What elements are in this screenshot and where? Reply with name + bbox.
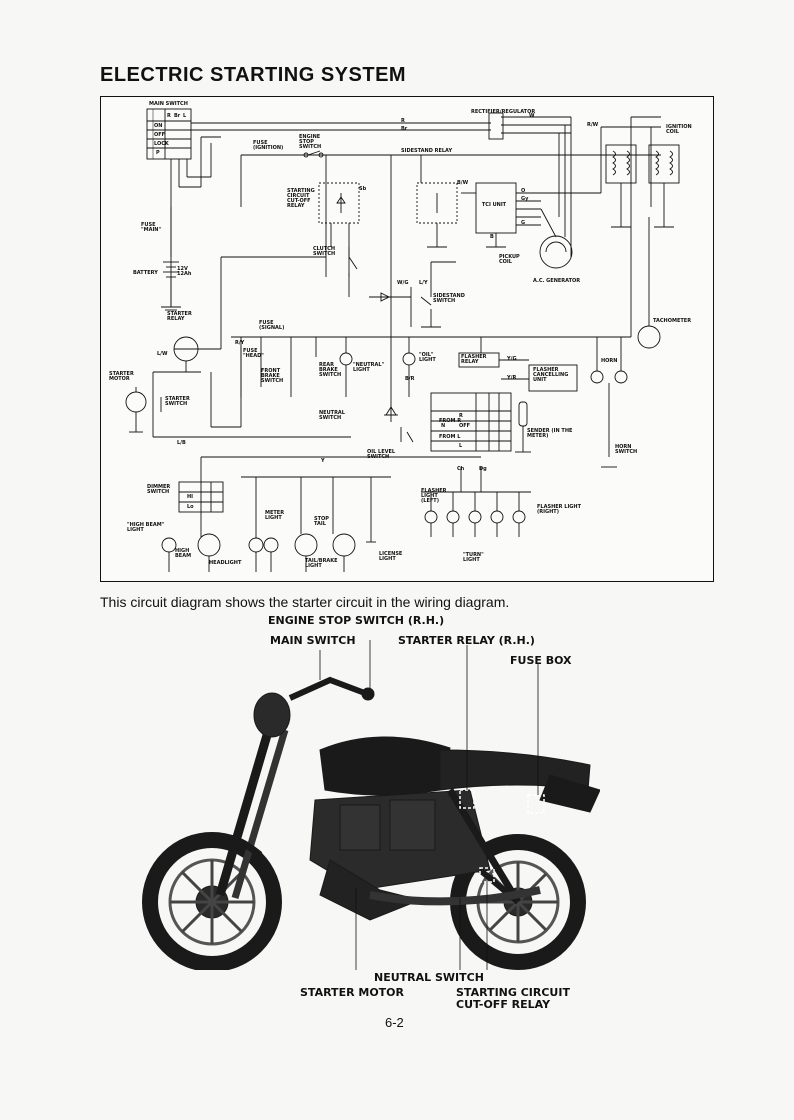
- dg-dim-lo: Lo: [187, 504, 194, 510]
- dg-from-r: FROM R: [439, 418, 462, 424]
- dg-starter-switch: STARTER SWITCH: [165, 396, 190, 407]
- dg-ac-generator: A.C. GENERATOR: [533, 278, 581, 284]
- callout-neutral-switch: NEUTRAL SWITCH: [374, 971, 484, 984]
- dg-turn-off: OFF: [459, 423, 471, 429]
- dg-license-light: LICENSE LIGHT: [379, 551, 403, 562]
- dg-turn-light: "TURN" LIGHT: [463, 552, 484, 563]
- callout-engine-stop: ENGINE STOP SWITCH (R.H.): [268, 614, 445, 627]
- callout-starter-relay: STARTER RELAY (R.H.): [398, 634, 535, 647]
- dg-dimmer-switch: DIMMER SWITCH: [147, 484, 171, 495]
- dg-rear-brake: REAR BRAKE SWITCH: [319, 362, 342, 378]
- dg-wire-yr: Y/R: [507, 375, 517, 381]
- callout-starting-circuit: STARTING CIRCUIT: [456, 986, 570, 999]
- dg-sender: SENDER (IN THE METER): [527, 428, 573, 439]
- dg-front-brake: FRONT BRAKE SWITCH: [261, 368, 284, 384]
- dg-rectifier: RECTIFIER/REGULATOR: [471, 109, 536, 115]
- diagram-caption: This circuit diagram shows the starter c…: [100, 594, 510, 610]
- dg-ms-l: L: [183, 113, 187, 119]
- dg-ms-on: ON: [154, 123, 163, 129]
- dg-sidestand-relay: SIDESTAND RELAY: [401, 148, 453, 154]
- wiring-lines: [125, 108, 680, 572]
- dg-horn: HORN: [601, 358, 618, 364]
- dg-flasher-relay: FLASHER RELAY: [461, 354, 487, 365]
- dg-ms-off: OFF: [154, 132, 166, 138]
- callout-fuse-box: FUSE BOX: [510, 654, 572, 667]
- dg-ms-br: Br: [174, 113, 181, 119]
- dg-pickup-coil: PICKUP COIL: [499, 254, 520, 265]
- dg-dim-hi: HI: [187, 494, 194, 500]
- dg-turn-r: R: [459, 413, 463, 419]
- dg-wire-r: R: [401, 118, 405, 124]
- dg-wire-ry: R/Y: [235, 340, 245, 346]
- dg-high-beam: "HIGH BEAM" LIGHT: [127, 522, 165, 533]
- dg-wire-yg: Y/G: [507, 356, 517, 362]
- dg-wire-y: Y: [321, 458, 325, 464]
- dg-clutch-switch: CLUTCH SWITCH: [313, 246, 336, 257]
- dg-meter-light: METER LIGHT: [265, 510, 285, 521]
- dg-fuse-signal: FUSE (SIGNAL): [259, 320, 285, 331]
- dg-battery-spec: 12V 12Ah: [177, 266, 192, 277]
- dg-wire-ch: Ch: [457, 466, 465, 472]
- dg-tachometer: TACHOMETER: [653, 318, 692, 324]
- dg-oil-light: "OIL" LIGHT: [419, 352, 436, 363]
- dg-main-switch: MAIN SWITCH: [149, 101, 188, 107]
- dg-wire-br: Br: [401, 126, 408, 132]
- dg-fuse-head: FUSE "HEAD": [243, 348, 264, 359]
- dg-tail-brake: TAIL/BRAKE LIGHT: [305, 558, 338, 569]
- dg-flasher-cancel: FLASHER CANCELLING UNIT: [533, 367, 569, 383]
- dg-ms-p: P: [156, 150, 160, 156]
- dg-wire-bw: B/W: [457, 180, 469, 186]
- dg-starter-motor: STARTER MOTOR: [109, 371, 134, 382]
- dg-ms-r: R: [167, 113, 171, 119]
- page-title: ELECTRIC STARTING SYSTEM: [100, 64, 407, 86]
- dg-headlight: HEADLIGHT: [209, 560, 242, 566]
- dg-wire-wg: W/G: [397, 280, 409, 286]
- circuit-diagram: MAIN SWITCH R Br L ON OFF LOCK P RECTIFI…: [100, 96, 714, 582]
- dg-engine-stop: ENGINE STOP SWITCH: [299, 134, 322, 150]
- callout-cutoff-relay: CUT-OFF RELAY: [456, 998, 551, 1011]
- dg-stop-tail: STOP TAIL: [314, 516, 329, 527]
- dg-oil-level: OIL LEVEL SWITCH: [367, 449, 396, 460]
- dg-wire-br2: B/R: [405, 376, 415, 382]
- dg-wire-lw: L/W: [157, 351, 168, 357]
- dg-wire-b: B: [490, 234, 494, 240]
- dg-wire-lb: L/B: [177, 440, 186, 446]
- dg-starting-relay: STARTING CIRCUIT CUT-OFF RELAY: [287, 188, 315, 209]
- dg-wire-o: O: [521, 188, 526, 194]
- dg-neutral-light: "NEUTRAL" LIGHT: [353, 362, 385, 373]
- dg-wire-sb: Sb: [359, 186, 367, 192]
- dg-horn-switch: HORN SWITCH: [615, 444, 638, 455]
- motorcycle-photo: [142, 640, 600, 970]
- dg-tci-unit: TCI UNIT: [481, 202, 507, 208]
- dg-sidestand-switch: SIDESTAND SWITCH: [433, 293, 465, 304]
- dg-turn-l: L: [459, 443, 463, 449]
- dg-battery: BATTERY: [133, 270, 158, 276]
- dg-wire-ly: L/Y: [419, 280, 428, 286]
- dg-starter-relay: STARTER RELAY: [167, 311, 192, 322]
- dg-ignition-coil: IGNITION COIL: [666, 124, 692, 135]
- dg-wire-g: G: [521, 220, 526, 226]
- dg-ms-lock: LOCK: [154, 141, 169, 147]
- dg-fuse-ignition: FUSE (IGNITION): [253, 140, 284, 151]
- callout-main-switch: MAIN SWITCH: [270, 634, 356, 647]
- dg-wire-rw: R/W: [587, 122, 599, 128]
- callout-starter-motor: STARTER MOTOR: [300, 986, 405, 999]
- dg-wire-w: W: [529, 113, 535, 119]
- dg-wire-dg: Dg: [479, 466, 487, 472]
- page-number: 6-2: [385, 1015, 404, 1030]
- dg-turn-n: N: [441, 423, 446, 429]
- dg-flasher-left: FLASHER LIGHT (LEFT): [421, 488, 447, 504]
- dg-neutral-switch: NEUTRAL SWITCH: [319, 410, 345, 421]
- dg-flasher-right: FLASHER LIGHT (RIGHT): [537, 504, 582, 515]
- dg-wire-gy: Gy: [521, 196, 529, 202]
- dg-from-l: FROM L: [439, 434, 461, 440]
- dg-fuse-main: FUSE "MAIN": [141, 222, 162, 233]
- dg-headlight-hi: HIGH BEAM: [175, 548, 192, 559]
